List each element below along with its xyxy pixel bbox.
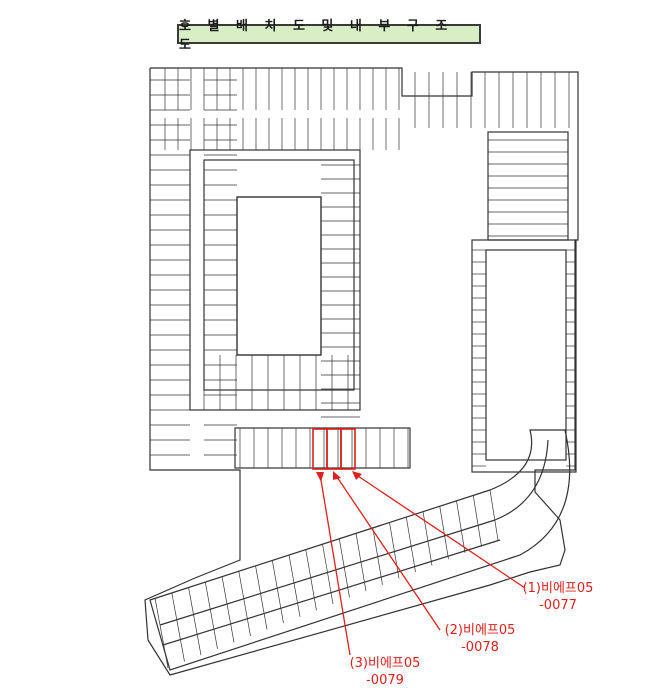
room-wall bbox=[305, 549, 317, 611]
leader-line-0079 bbox=[319, 473, 351, 656]
room-wall bbox=[288, 554, 301, 617]
room-wall bbox=[456, 500, 466, 553]
leader-line-0078 bbox=[334, 473, 441, 631]
room-wall bbox=[322, 543, 334, 605]
unit-label-0078-name: (2)비에프05 bbox=[444, 623, 516, 638]
unit-label-0078-number: -0078 bbox=[461, 640, 499, 655]
room-wall bbox=[372, 527, 383, 585]
room-wall bbox=[355, 533, 367, 592]
room-wall bbox=[405, 516, 416, 573]
room-wall bbox=[389, 522, 400, 579]
room-wall bbox=[338, 538, 350, 598]
leader-line-0077 bbox=[354, 473, 526, 589]
room-wall bbox=[238, 570, 251, 637]
room-wall bbox=[255, 565, 268, 630]
room-wall bbox=[154, 597, 169, 669]
room-wall bbox=[204, 581, 218, 649]
floor-plan-lines bbox=[144, 67, 579, 676]
arrowhead-0078 bbox=[333, 471, 341, 480]
unit-0078-highlight bbox=[326, 428, 342, 470]
room-wall bbox=[472, 495, 482, 547]
room-wall bbox=[171, 592, 185, 662]
main-block-outline bbox=[144, 67, 579, 676]
room-wall bbox=[221, 576, 235, 643]
unit-0077-highlight bbox=[340, 428, 356, 470]
room-wall bbox=[188, 587, 202, 656]
east-wing bbox=[471, 239, 577, 473]
leader-arrowheads bbox=[316, 471, 362, 482]
unit-label-0077-name: (1)비에프05 bbox=[522, 581, 594, 596]
unit-label-0079-number: -0079 bbox=[366, 673, 404, 688]
leader-lines bbox=[319, 473, 526, 656]
unit-label-0079-name: (3)비에프05 bbox=[349, 656, 421, 671]
unit-label-0077: (1)비에프05 -0077 bbox=[522, 580, 594, 614]
room-wall bbox=[489, 489, 499, 541]
room-wall bbox=[271, 560, 284, 624]
highlighted-units bbox=[312, 428, 356, 470]
unit-label-0079: (3)비에프05 -0079 bbox=[345, 655, 425, 689]
courtyard bbox=[236, 196, 322, 356]
arrowhead-0077 bbox=[352, 471, 362, 480]
diagonal-wing bbox=[149, 429, 571, 671]
room-wall bbox=[439, 506, 449, 560]
room-wall bbox=[422, 511, 433, 566]
unit-0079-highlight bbox=[312, 428, 328, 470]
unit-label-0078: (2)비에프05 -0078 bbox=[440, 622, 520, 656]
arrowhead-0079 bbox=[316, 472, 324, 482]
unit-label-0077-number: -0077 bbox=[539, 598, 577, 613]
